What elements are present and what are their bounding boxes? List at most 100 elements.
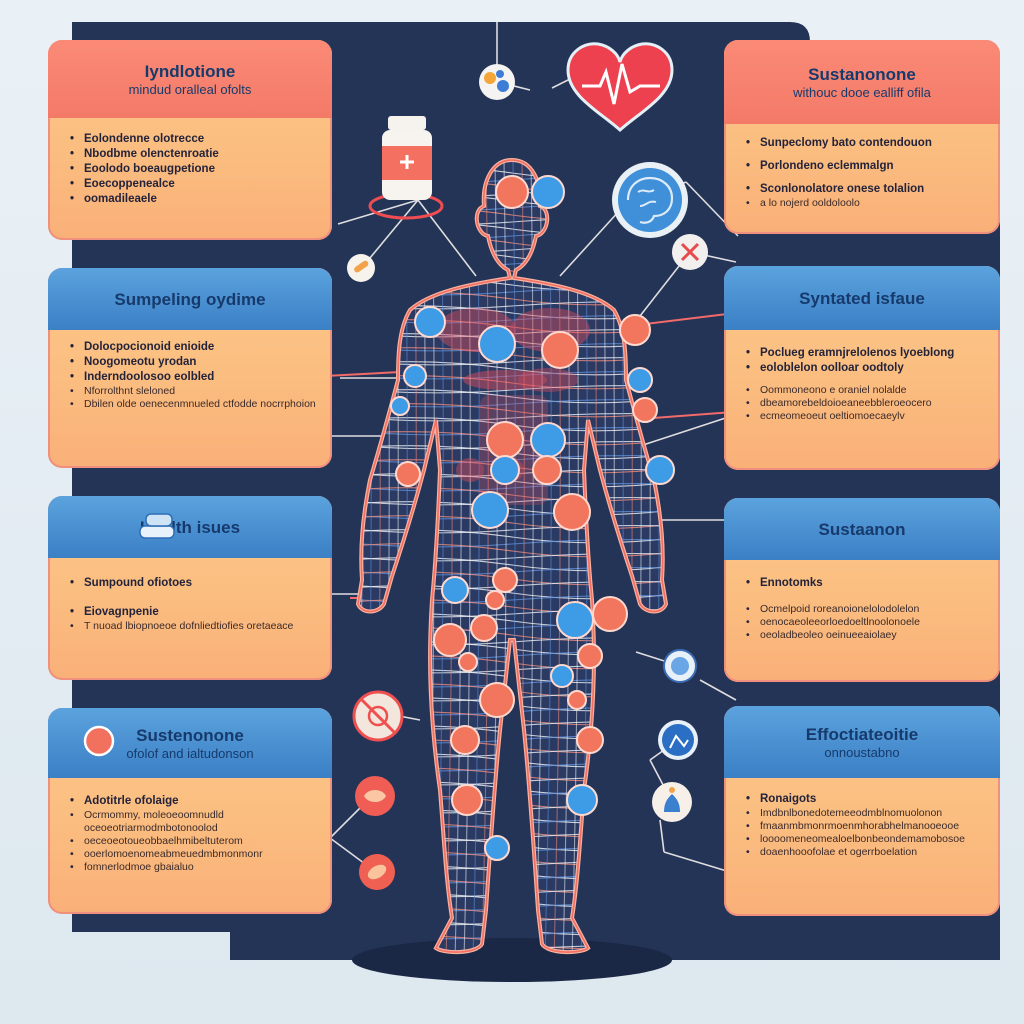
panel-title: Effoctiateoitie — [805, 724, 919, 744]
list-item: Imdbnlbonedotemeeodmblnomuolonon — [746, 807, 988, 820]
red-spot — [433, 623, 467, 657]
list-item: Sumpound ofiotoes — [70, 576, 320, 591]
list-item: dbeamorebeldoioeaneebbleroeocero — [746, 397, 988, 410]
item-list: Sunpeclomy bato contendouon Porlondeno e… — [746, 136, 988, 210]
panel-title: Syntated isfaue — [799, 288, 925, 308]
bladder-icon — [652, 782, 692, 822]
list-item: Eoecoppenealce — [70, 177, 320, 192]
list-item: Oommoneono e oraniel nolalde — [746, 384, 988, 397]
list-item: Eolondenne olotrecce — [70, 132, 320, 147]
list-item: oomadileaele — [70, 192, 320, 207]
blue-spot — [414, 306, 446, 338]
panel-sustanon-right: Sustaanon Ennotomks Ocmelpoid roreanoion… — [724, 498, 1000, 682]
blue-spot — [645, 455, 675, 485]
red-spot — [541, 331, 579, 369]
list-item: Ronaigots — [746, 792, 988, 807]
blue-spot — [484, 835, 510, 861]
panel-title: Sustenonone — [136, 725, 244, 745]
panel-subtitle: mindud oralleal ofolts — [128, 81, 252, 97]
blue-spot — [550, 664, 574, 688]
item-list: Sumpound ofiotoes Eiovagnpenie T nuoad l… — [70, 576, 320, 633]
list-item: Poclueg eramnjrelolenos lyoeblong — [746, 346, 988, 361]
red-spot — [577, 643, 603, 669]
panel-subtitle: ofolof and ialtudonson — [126, 745, 254, 761]
item-list: Eolondenne olotrecce Nbodbme olenctenroa… — [70, 132, 320, 207]
red-spot — [492, 567, 518, 593]
list-item: doaenhooofolae et ogerrboelation — [746, 846, 988, 859]
red-spot — [486, 421, 524, 459]
red-spot — [495, 175, 529, 209]
red-spot — [470, 614, 498, 642]
panel-mid-right: Syntated isfaue Poclueg eramnjrelolenos … — [724, 266, 1000, 470]
blue-spot — [403, 364, 427, 388]
list-item: ooerlomoenomeabmeuedmbmonmonr — [70, 848, 320, 861]
blue-spot — [390, 396, 410, 416]
list-item: Porlondeno eclemmalgn — [746, 159, 988, 174]
no-sign-icon — [352, 690, 404, 742]
kidney-icon — [359, 854, 395, 890]
brain-icon — [612, 162, 688, 238]
blue-spot — [490, 455, 520, 485]
red-dot-icon — [83, 725, 115, 757]
list-item: ecmeomeoeut oeltiomoecaeylv — [746, 410, 988, 423]
panel-top-right: Sustanonone withouc dooe ealliff ofila S… — [724, 40, 1000, 234]
panel-top-left: Iyndlotione mindud oralleal ofolts Eolon… — [48, 40, 332, 240]
list-item: Eiovagnpenie — [70, 605, 320, 620]
red-spot — [450, 725, 480, 755]
list-item: Ocmelpoid roreanoionelolodolelon — [746, 603, 988, 616]
item-list: Adotitrle ofolaige Ocrmommy, moleoeoomnu… — [70, 794, 320, 874]
list-item: eoloblelon oolloar oodtoly — [746, 361, 988, 376]
bone-icon — [658, 720, 698, 760]
list-item: Ocrmommy, moleoeoomnudld oceoeotriarmodm… — [70, 809, 320, 835]
blue-spot — [441, 576, 469, 604]
list-item: T nuoad lbiopnoeoe dofnliedtiofies oreta… — [70, 620, 320, 633]
molecule-icon — [479, 64, 515, 100]
red-spot — [395, 461, 421, 487]
blue-spot — [627, 367, 653, 393]
joint-icon — [663, 649, 697, 683]
blue-spot — [556, 601, 594, 639]
list-item: Ennotomks — [746, 576, 988, 591]
red-spot — [632, 397, 658, 423]
red-spot — [532, 455, 562, 485]
list-item: Sunpeclomy bato contendouon — [746, 136, 988, 151]
liver-icon — [355, 776, 395, 816]
list-item: fmaanmbmonrmoenmhorabhelmanooeooe — [746, 820, 988, 833]
list-item: Sconlonolatore onese tolalion — [746, 182, 988, 197]
panel-title: Sumpeling oydime — [114, 289, 266, 309]
list-item: Inderndoolosoo eolbled — [70, 370, 320, 385]
panel-title: Sustanonone — [808, 64, 916, 84]
item-list: Dolocpocionoid enioide Noogomeotu yrodan… — [70, 340, 320, 411]
red-spot — [576, 726, 604, 754]
panel-bottom-left: Sustenonone ofolof and ialtudonson Adoti… — [48, 708, 332, 914]
list-item: Eoolodo boeaugpetione — [70, 162, 320, 177]
red-spot — [485, 590, 505, 610]
red-spot — [458, 652, 478, 672]
blue-spot — [531, 175, 565, 209]
red-spot — [451, 784, 483, 816]
red-spot — [479, 682, 515, 718]
red-spot — [619, 314, 651, 346]
blue-spot — [478, 325, 516, 363]
list-item: Dolocpocionoid enioide — [70, 340, 320, 355]
list-item: oeoladbeoleo oeinueeaiolaey — [746, 629, 988, 642]
item-list: Ronaigots Imdbnlbonedotemeeodmblnomuolon… — [746, 792, 988, 859]
list-item: fomnerlodmoe gbaialuo — [70, 861, 320, 874]
blue-spot — [530, 422, 566, 458]
red-spot — [567, 690, 587, 710]
list-item: Nforrolthnt sleloned — [70, 385, 320, 398]
pills-stack-icon — [139, 513, 175, 539]
panel-subtitle: onnoustabno — [824, 744, 900, 760]
item-list: Ennotomks Ocmelpoid roreanoionelolodolel… — [746, 576, 988, 642]
list-item: Dbilen olde oenecenmnueled ctfodde nocrr… — [70, 398, 320, 411]
red-spot — [592, 596, 628, 632]
pill-bottle-icon — [368, 116, 444, 220]
heart-icon — [566, 42, 674, 133]
panel-title: Iyndlotione — [144, 61, 236, 81]
list-item: oenocaeoleeorloedoeltlnoolonoele — [746, 616, 988, 629]
list-item: Noogomeotu yrodan — [70, 355, 320, 370]
panel-title: Sustaanon — [818, 519, 906, 539]
list-item: loooomeneomealoelbonbeondemamobosoe — [746, 833, 988, 846]
cross-icon — [672, 234, 708, 270]
panel-subtitle: withouc dooe ealliff ofila — [793, 84, 931, 100]
